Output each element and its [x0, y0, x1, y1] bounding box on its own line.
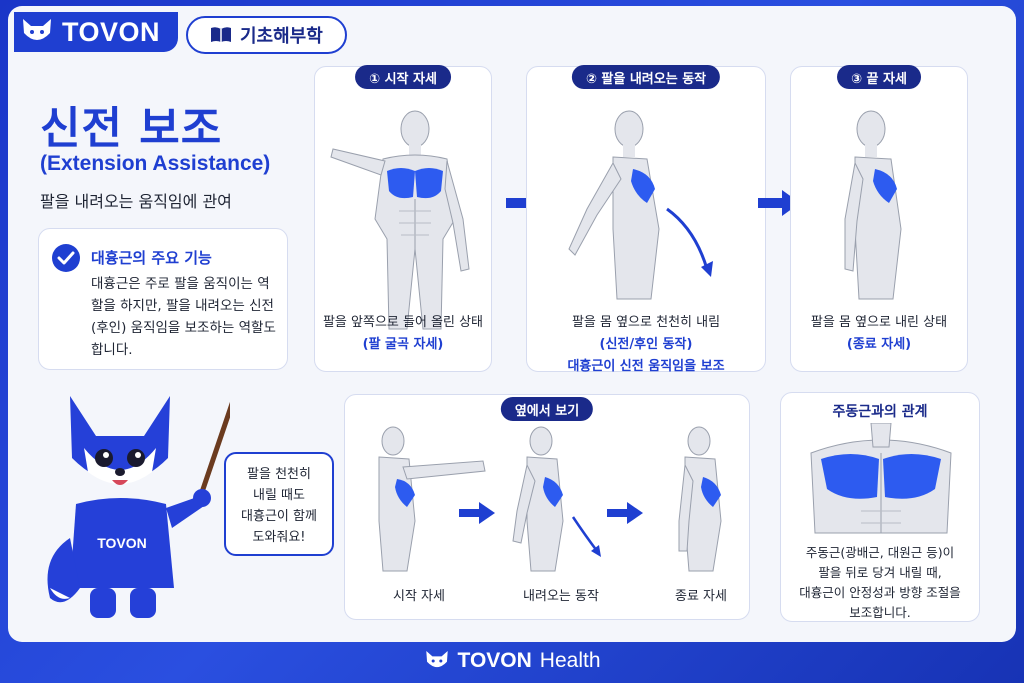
- step-card-lowering: ② 팔을 내려오는 동작 팔을 몸 옆으로 천천히 내림 (신전/후인 동작) …: [526, 65, 766, 374]
- speech-line: 내릴 때도: [253, 488, 305, 503]
- step-label: ① 시작 자세: [355, 65, 451, 89]
- step-label: ② 팔을 내려오는 동작: [571, 65, 721, 89]
- anatomy-side-arm-down: [844, 110, 902, 300]
- brand-logo[interactable]: TOVON: [14, 12, 179, 52]
- mascot-speech-bubble: 팔을 천천히 내릴 때도 대흉근이 함께 도와줘요!: [224, 452, 334, 556]
- chest-anatomy-illustration: [810, 423, 952, 534]
- footer-brand-name: TOVON: [457, 649, 532, 672]
- relation-body: 주동근(광배근, 대원근 등)이 팔을 뒤로 당겨 내릴 때, 대흉근이 안정성…: [781, 543, 979, 623]
- step-card-start: ① 시작 자세 팔을 앞쪽으로 들어 올린 상태 (팔 굴곡 자세): [314, 65, 492, 372]
- relation-line: 대흉근이 안정성과 방향 조절을: [799, 585, 961, 600]
- category-tag[interactable]: 기초해부학: [186, 16, 347, 54]
- speech-line: 팔을 천천히: [247, 467, 311, 482]
- book-icon: [211, 27, 231, 42]
- side-view-lowering-figure: [512, 426, 601, 572]
- check-circle-icon: [52, 244, 80, 272]
- footer-brand-suffix: Health: [539, 649, 601, 672]
- relation-line: 주동근(광배근, 대원근 등)이: [805, 545, 955, 560]
- brand-name: TOVON: [62, 16, 161, 47]
- prime-mover-relation-card: 주동근과의 관계 주동근(광배근, 대원근 등)이 팔을 뒤로 당겨 내릴 때,…: [780, 392, 980, 622]
- fox-head-icon: [23, 19, 51, 40]
- info-title: 대흉근의 주요 기능: [91, 249, 212, 267]
- side-view-card: 옆에서 보기 시작 자세 내려오는 동작 종료 자세: [344, 394, 750, 620]
- step-caption-highlight: (팔 굴곡 자세): [362, 337, 444, 352]
- step-caption-highlight: (종료 자세): [846, 337, 912, 352]
- step-caption-highlight: (신전/후인 동작): [599, 337, 693, 352]
- step-label: ③ 끝 자세: [837, 65, 921, 89]
- mascot-shirt-text: TOVON: [97, 535, 147, 551]
- step-card-end: ③ 끝 자세 팔을 몸 옆으로 내린 상태 (종료 자세): [790, 65, 968, 372]
- step-caption: 팔을 앞쪽으로 들어 올린 상태: [322, 315, 484, 330]
- fox-head-icon: [425, 651, 448, 668]
- relation-line: 보조합니다.: [849, 605, 911, 620]
- anatomy-side-arm-lowering: [568, 110, 713, 300]
- right-arrow-icon: [607, 502, 643, 524]
- side-view-end-figure: [678, 426, 722, 572]
- anatomy-front-arm-raised: [330, 110, 470, 330]
- side-view-caption: 내려오는 동작: [523, 589, 599, 604]
- side-view-caption: 시작 자세: [393, 589, 445, 604]
- step-caption: 팔을 몸 옆으로 천천히 내림: [571, 315, 721, 330]
- side-view-caption: 종료 자세: [675, 589, 727, 604]
- function-info-card: 대흉근의 주요 기능 대흉근은 주로 팔을 움직이는 역할을 하지만, 팔을 내…: [38, 228, 288, 370]
- right-arrow-icon: [459, 502, 495, 524]
- speech-line: 도와줘요!: [252, 530, 306, 545]
- step-caption-highlight: 대흉근이 신전 움직임을 보조: [567, 359, 725, 374]
- side-view-label: 옆에서 보기: [500, 397, 594, 421]
- side-view-start-figure: [378, 426, 486, 572]
- step-caption: 팔을 몸 옆으로 내린 상태: [810, 315, 948, 330]
- page-description: 팔을 내려오는 움직임에 관여: [40, 192, 232, 211]
- relation-line: 팔을 뒤로 당겨 내릴 때,: [818, 565, 942, 580]
- category-label: 기초해부학: [240, 26, 323, 47]
- english-subtitle: (Extension Assistance): [40, 152, 271, 175]
- page-title: 신전 보조: [40, 103, 223, 154]
- footer-brand: TOVON Health: [0, 646, 1024, 676]
- fox-mascot-illustration: TOVON: [47, 396, 230, 618]
- info-body: 대흉근은 주로 팔을 움직이는 역할을 하지만, 팔을 내려오는 신전(후인) …: [91, 276, 276, 358]
- speech-line: 대흉근이 함께: [241, 509, 317, 524]
- relation-title: 주동근과의 관계: [832, 404, 928, 420]
